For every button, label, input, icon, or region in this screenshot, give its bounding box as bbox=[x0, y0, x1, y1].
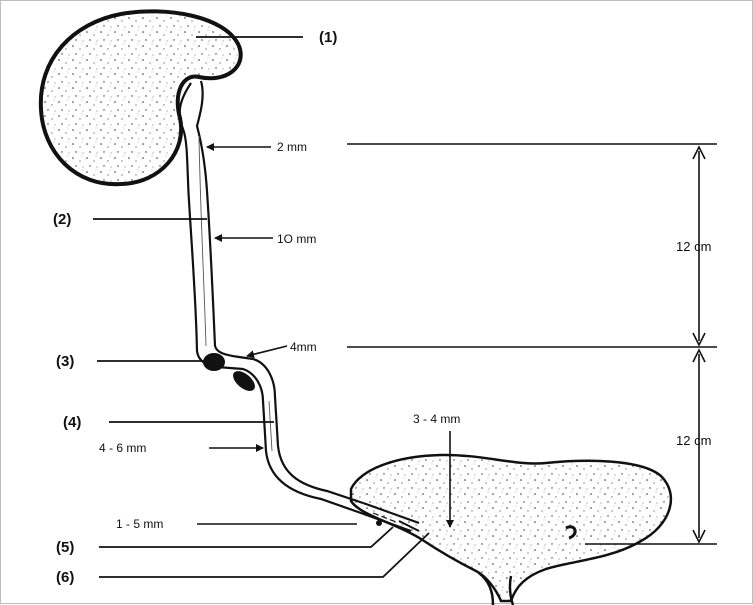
label-12cm-lower: 12 cm bbox=[676, 433, 711, 448]
label-4-6mm: 4 - 6 mm bbox=[99, 441, 146, 455]
bladder bbox=[351, 455, 671, 605]
label-12cm-upper: 12 cm bbox=[676, 239, 711, 254]
label-4mm: 4mm bbox=[290, 340, 317, 354]
callout-label-6: (6) bbox=[56, 569, 74, 586]
callout-label-5: (5) bbox=[56, 539, 74, 556]
callout-label-1: (1) bbox=[319, 29, 337, 46]
callout-label-2: (2) bbox=[53, 211, 71, 228]
label-10mm: 1O mm bbox=[277, 232, 316, 246]
label-2mm: 2 mm bbox=[277, 140, 307, 154]
callout-label-4: (4) bbox=[63, 414, 81, 431]
arrow-4mm bbox=[247, 346, 287, 356]
label-1-5mm: 1 - 5 mm bbox=[116, 517, 163, 531]
callout-label-3: (3) bbox=[56, 353, 74, 370]
label-3-4mm: 3 - 4 mm bbox=[413, 412, 460, 426]
